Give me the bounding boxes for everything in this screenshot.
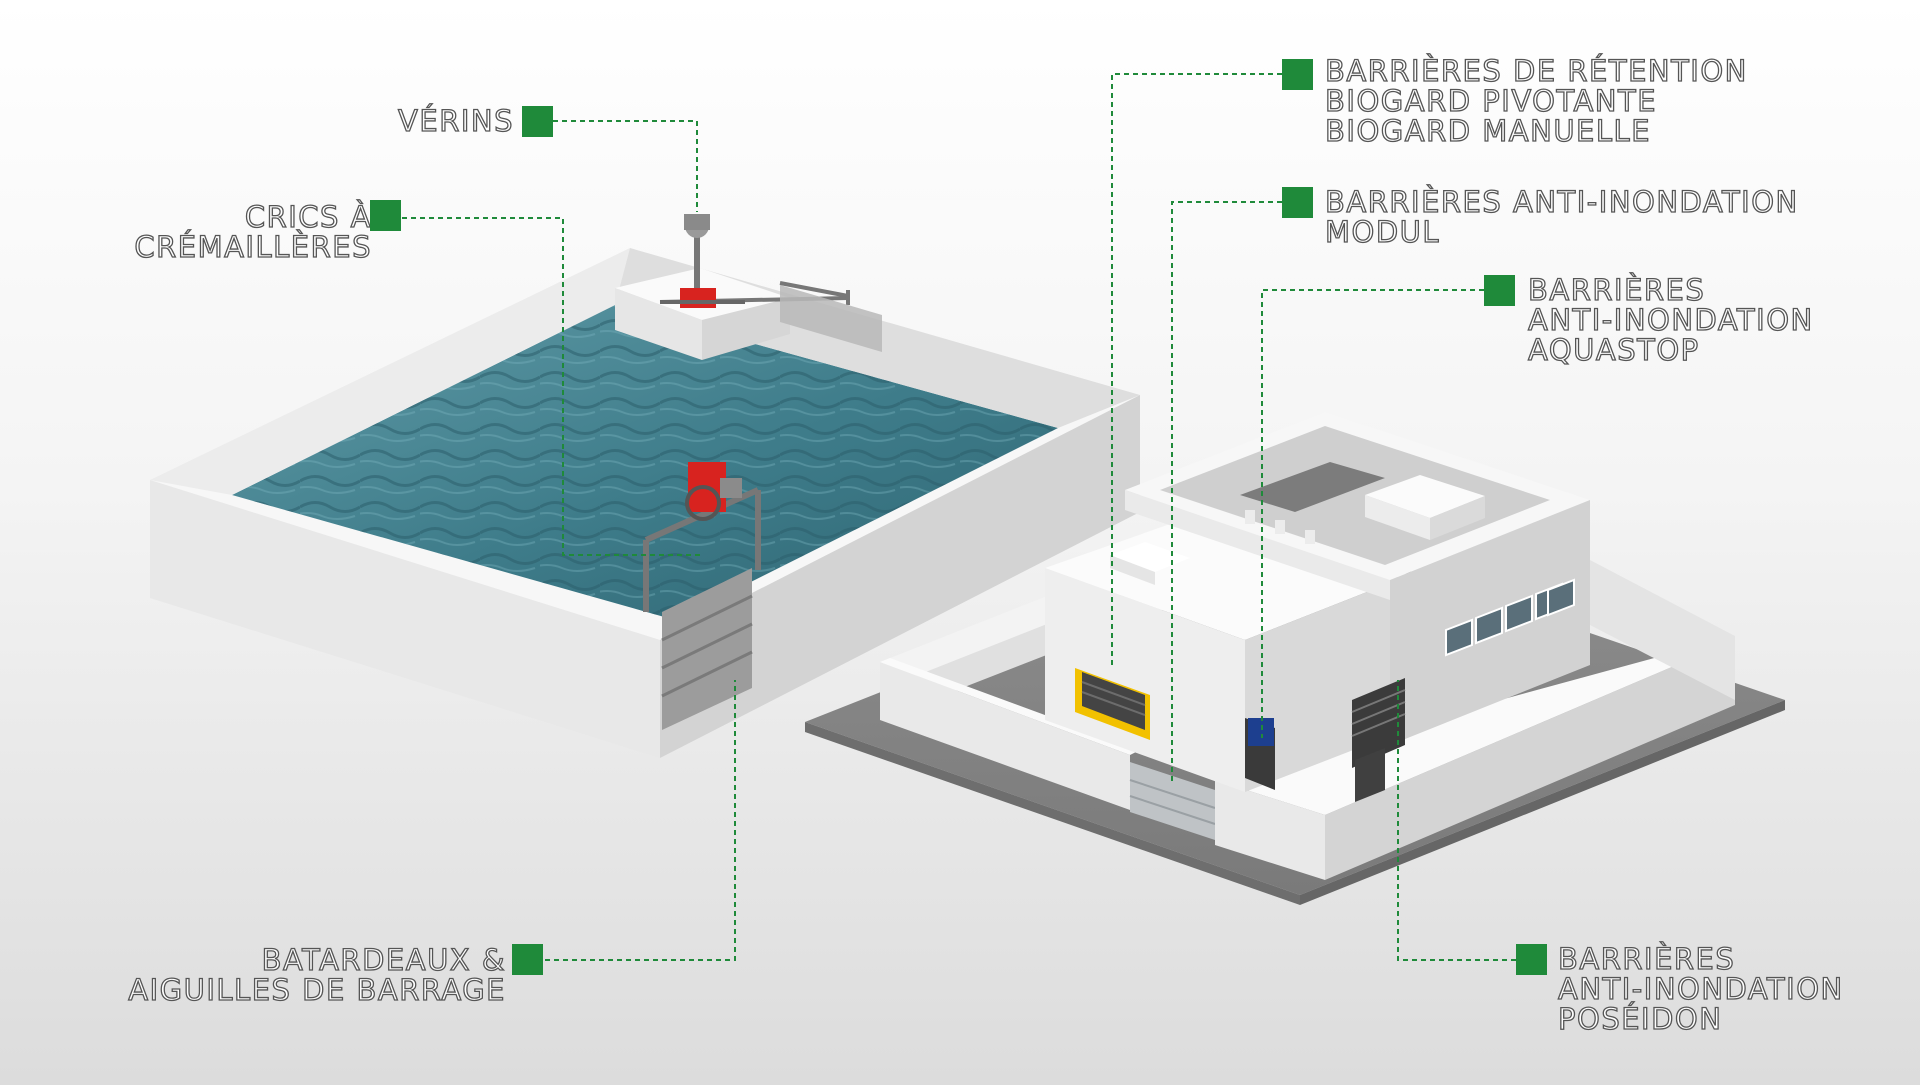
marker-poseidon [1516,944,1547,975]
jack-base [680,288,716,308]
label-line: MODUL [1324,215,1441,249]
label-line: BIOGARD MANUELLE [1324,114,1652,148]
label-line: ANTI-INONDATION [1527,303,1814,337]
label-line: POSÉIDON [1557,1002,1723,1036]
marker-batardeaux [512,944,543,975]
label-line: BARRIÈRES [1527,273,1706,307]
leader-lines [402,73,1516,961]
label-line: AIGUILLES DE BARRAGE [128,973,506,1007]
label-line: ANTI-INONDATION [1557,972,1844,1006]
basin [150,214,1140,758]
actuator-head [684,214,710,238]
label-aquastop: BARRIÈRES ANTI-INONDATION AQUASTOP [1527,273,1814,367]
label-line: BARRIÈRES ANTI-INONDATION [1324,185,1799,219]
label-crics: CRICS À CRÉMAILLÈRES [134,200,372,264]
label-line: VÉRINS [397,104,514,138]
label-line: BATARDEAUX & [261,943,506,977]
label-line: BARRIÈRES [1557,942,1736,976]
marker-modul [1282,187,1313,218]
label-line: CRÉMAILLÈRES [134,230,372,264]
label-line: CRICS À [244,200,372,234]
label-batardeaux: BATARDEAUX & AIGUILLES DE BARRAGE [128,943,506,1007]
marker-crics [370,200,401,231]
marker-verins [522,106,553,137]
label-line: BARRIÈRES DE RÉTENTION [1324,54,1748,88]
label-line: BIOGARD PIVOTANTE [1324,84,1658,118]
marker-retention [1282,59,1313,90]
windows [1445,578,1575,657]
label-line: AQUASTOP [1527,333,1700,367]
label-verins: VÉRINS [397,104,514,138]
label-modul: BARRIÈRES ANTI-INONDATION MODUL [1324,185,1799,249]
building-site [805,412,1785,905]
label-poseidon: BARRIÈRES ANTI-INONDATION POSÉIDON [1557,942,1844,1036]
marker-aquastop [1484,275,1515,306]
modul-barrier [1130,762,1215,840]
label-retention: BARRIÈRES DE RÉTENTION BIOGARD PIVOTANTE… [1324,54,1748,148]
aquastop-barrier [1248,718,1274,746]
